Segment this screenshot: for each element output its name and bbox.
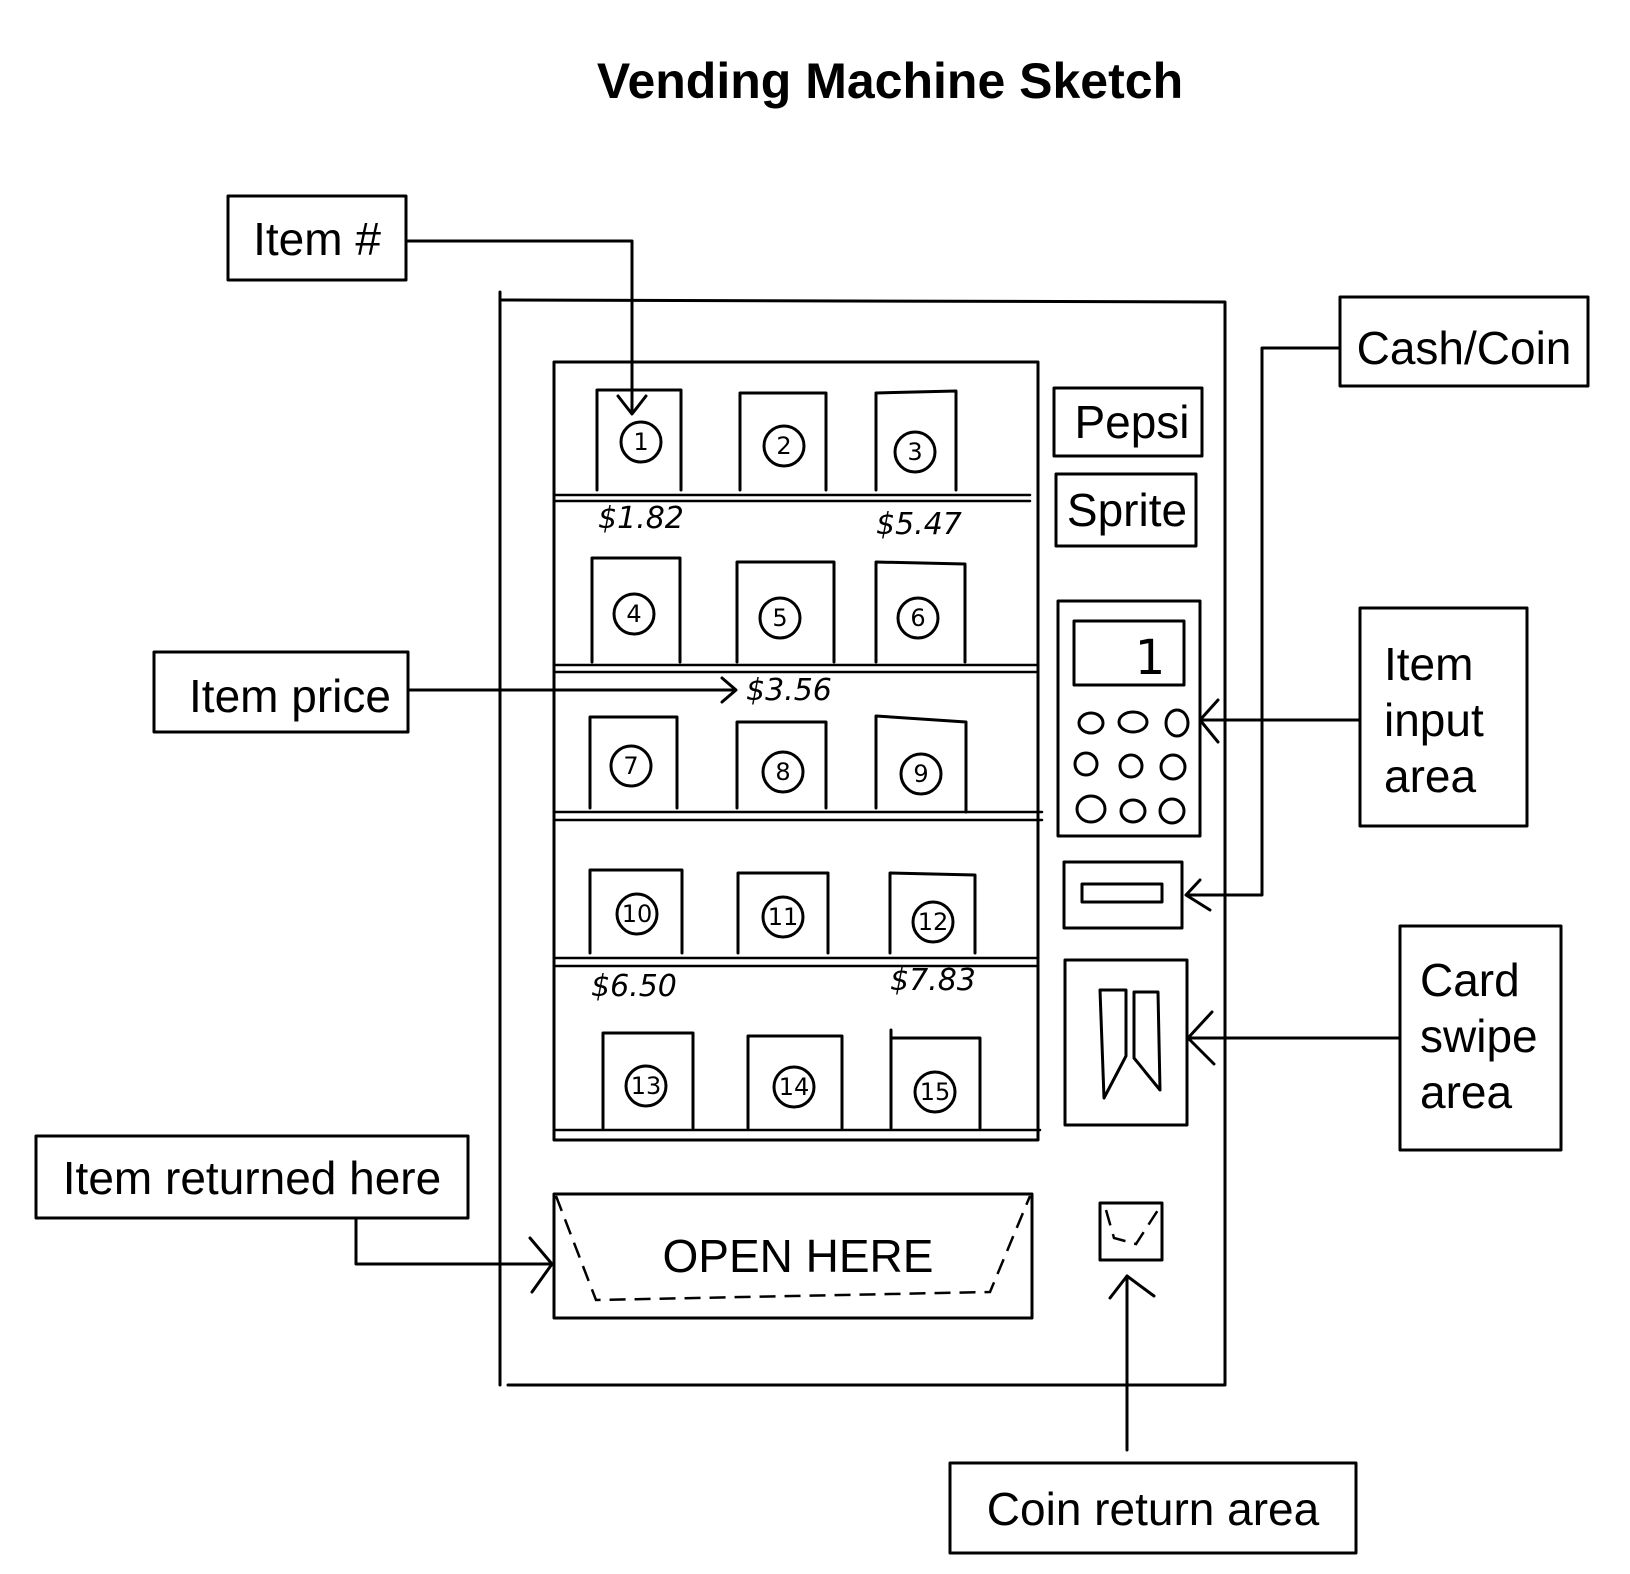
slot-2: 2 — [738, 391, 828, 492]
slot-5: 5 — [735, 560, 836, 664]
price-label: $5.47 — [876, 507, 962, 542]
coin-return-cup[interactable] — [1098, 1201, 1164, 1262]
callout-item-input-line: Item — [1384, 638, 1473, 690]
item-number: 5 — [772, 604, 787, 632]
sprite-button[interactable]: Sprite — [1054, 472, 1198, 548]
price-label: $1.82 — [598, 501, 684, 536]
machine-body — [498, 290, 1227, 1387]
item-number-circle — [619, 420, 663, 464]
callout-card-swipe-line: Card — [1420, 954, 1520, 1006]
item-number: 11 — [768, 903, 799, 931]
callout-item-price-label: Item price — [189, 670, 391, 722]
slot-4: 4 — [590, 556, 682, 664]
item-tray[interactable]: OPEN HERE — [552, 1192, 1034, 1320]
product-cabinet — [552, 360, 1044, 1142]
slot-3: 3 — [874, 389, 958, 492]
item-number: 13 — [631, 1072, 662, 1100]
slot-13: 13 — [601, 1031, 695, 1130]
arrow-head — [1198, 698, 1220, 744]
keypad-display — [1072, 619, 1186, 687]
item-number: 10 — [622, 900, 653, 928]
item-number: 4 — [626, 600, 641, 628]
pepsi-label: Pepsi — [1074, 396, 1189, 448]
arrow-head — [720, 676, 738, 704]
arrow-head — [1184, 878, 1212, 912]
diagram-title: Vending Machine Sketch — [597, 53, 1183, 109]
keypad-key[interactable] — [1158, 797, 1186, 825]
callout-cash-coin-label: Cash/Coin — [1357, 322, 1572, 374]
keypad-key[interactable] — [1119, 798, 1147, 824]
item-number: 8 — [775, 758, 790, 786]
cash-coin-slot[interactable] — [1062, 860, 1184, 930]
item-number: 2 — [776, 432, 791, 460]
keypad-display-value: 1 — [1135, 630, 1166, 686]
item-number: 1 — [633, 428, 648, 456]
slot-9: 9 — [874, 714, 968, 814]
callout-item-input-line: input — [1384, 694, 1484, 746]
keypad-key[interactable] — [1118, 753, 1144, 779]
item-number: 9 — [913, 760, 928, 788]
keypad: 1 — [1056, 599, 1202, 838]
callout-item-number-label: Item # — [253, 213, 381, 265]
arrow-head — [1108, 1274, 1156, 1300]
pepsi-button[interactable]: Pepsi — [1052, 386, 1204, 458]
slot-10: 10 — [588, 868, 684, 955]
keypad-key[interactable] — [1073, 751, 1099, 777]
callout-item-input-line: area — [1384, 750, 1476, 802]
callout-cash-coin: Cash/Coin — [1184, 295, 1590, 912]
card-swipe-slot[interactable] — [1063, 958, 1189, 1127]
item-number: 7 — [623, 752, 638, 780]
arrow-head — [528, 1236, 554, 1294]
callout-coin-return: Coin return area — [948, 1274, 1358, 1555]
callout-card-swipe: Card swipe area — [1186, 924, 1563, 1152]
item-number: 6 — [910, 604, 925, 632]
item-number: 14 — [779, 1073, 810, 1101]
tray-label: OPEN HERE — [663, 1230, 934, 1282]
slot-12: 12 — [888, 871, 977, 955]
price-label: $6.50 — [591, 969, 677, 1004]
keypad-key[interactable] — [1077, 711, 1105, 735]
keypad-key[interactable] — [1075, 794, 1107, 824]
slot-1: 1 — [595, 388, 683, 492]
sprite-label: Sprite — [1067, 484, 1187, 536]
item-number: 15 — [920, 1078, 951, 1106]
price-label: $3.56 — [746, 673, 832, 708]
slot-14: 14 — [746, 1034, 844, 1130]
callout-item-price: Item price — [152, 650, 738, 734]
slot-6: 6 — [874, 560, 967, 664]
callout-item-returned: Item returned here — [34, 1134, 554, 1294]
callout-coin-return-label: Coin return area — [987, 1483, 1320, 1535]
callout-item-input: Item input area — [1198, 606, 1529, 828]
keypad-key[interactable] — [1159, 753, 1187, 781]
arrow-head — [616, 394, 648, 416]
keypad-key[interactable] — [1164, 708, 1190, 738]
callout-item-number: Item # — [226, 194, 648, 416]
callout-card-swipe-line: area — [1420, 1066, 1512, 1118]
keypad-key[interactable] — [1117, 710, 1149, 734]
price-label: $7.83 — [890, 963, 976, 998]
slot-15: 15 — [889, 1028, 982, 1130]
item-number: 12 — [918, 908, 949, 936]
callout-item-returned-label: Item returned here — [63, 1152, 441, 1204]
arrow-head — [1186, 1010, 1216, 1066]
item-number: 3 — [907, 438, 922, 466]
callout-card-swipe-line: swipe — [1420, 1010, 1538, 1062]
slot-11: 11 — [736, 871, 830, 955]
slot-7: 7 — [588, 715, 679, 810]
slot-8: 8 — [735, 720, 828, 810]
